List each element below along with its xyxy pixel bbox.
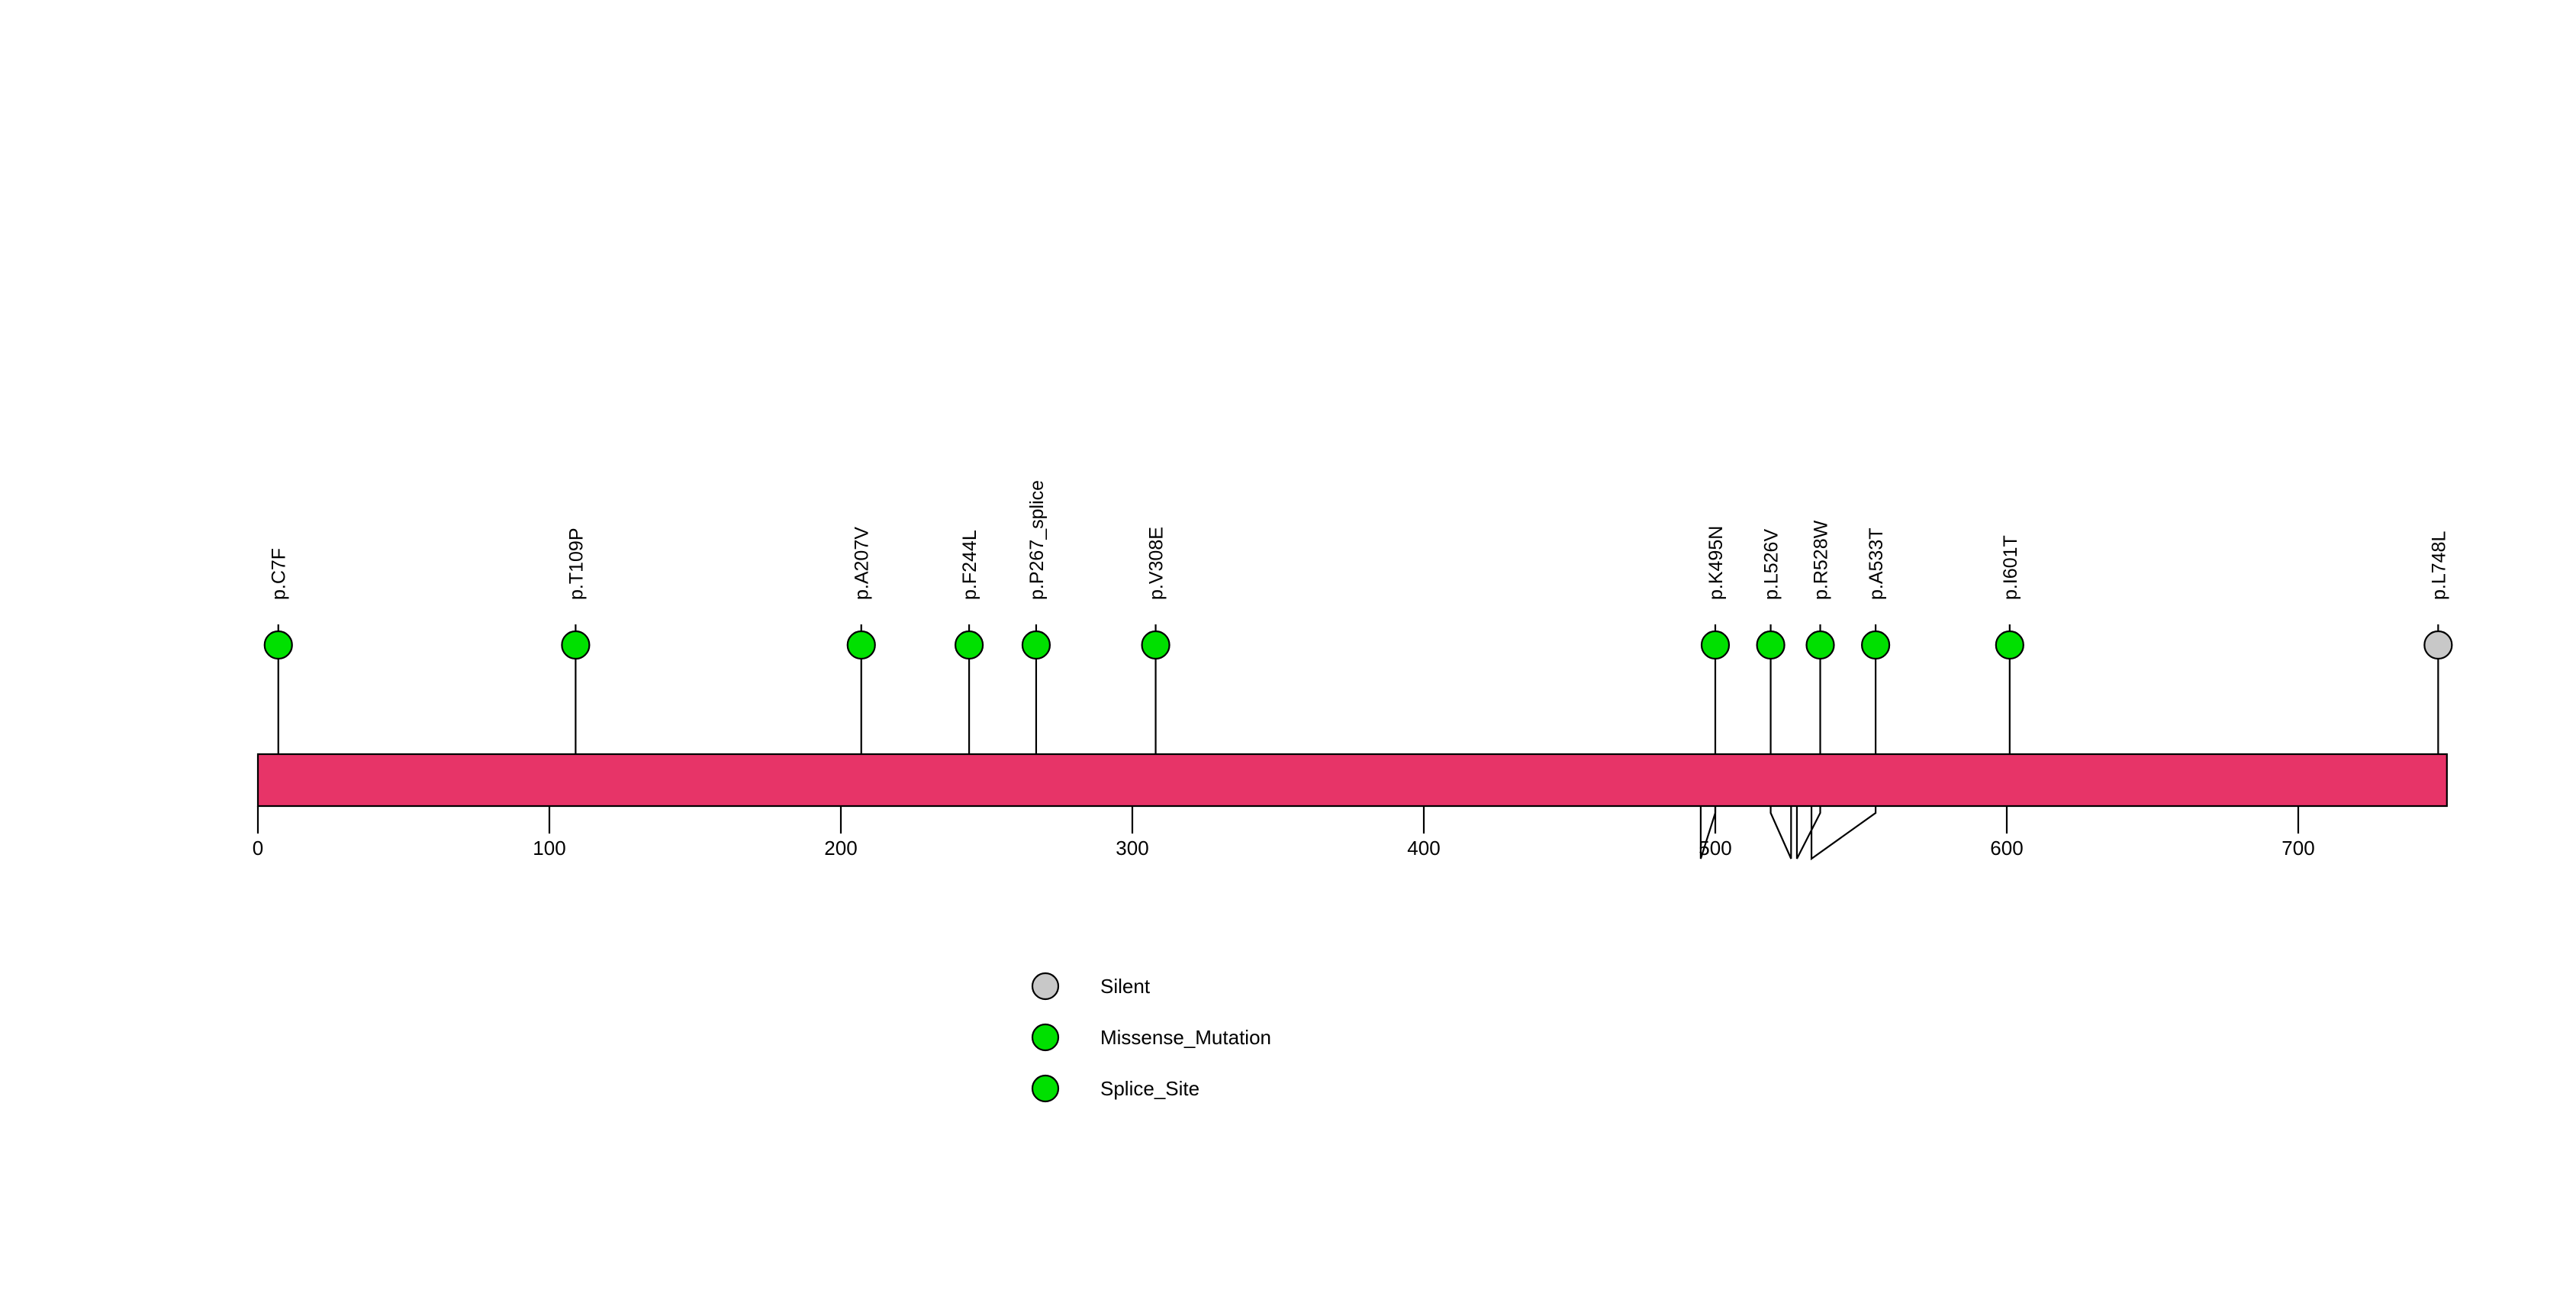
- axis-tick-label: 500: [1699, 837, 1731, 859]
- legend-label: Splice_Site: [1100, 1077, 1199, 1100]
- protein-bar-layer: [256, 753, 2448, 808]
- mutation-label: p.L526V: [1761, 529, 1782, 600]
- mutation-label: p.K495N: [1705, 526, 1727, 600]
- mutation-label: p.P267_splice: [1026, 480, 1048, 600]
- mutation-marker[interactable]: [1700, 630, 1731, 660]
- mutation-label: p.A207V: [852, 527, 873, 600]
- legend-swatch[interactable]: [1031, 1023, 1060, 1052]
- mutation-marker[interactable]: [954, 630, 984, 660]
- mutation-label: p.R528W: [1811, 520, 1832, 600]
- mutation-label: p.A533T: [1866, 527, 1887, 600]
- mutation-label: p.F244L: [959, 530, 980, 600]
- mutation-marker[interactable]: [846, 630, 876, 660]
- mutation-marker[interactable]: [2423, 630, 2453, 660]
- axis-tick-label: 600: [1990, 837, 2023, 859]
- mutation-label: p.L748L: [2428, 531, 2449, 600]
- legend-label: Silent: [1100, 975, 1151, 998]
- lollipop-stem: [1769, 645, 1792, 859]
- legend-label: Missense_Mutation: [1100, 1026, 1271, 1049]
- mutation-label: p.T109P: [565, 527, 587, 600]
- mutation-marker[interactable]: [1995, 630, 2024, 660]
- mutation-marker[interactable]: [1861, 630, 1891, 660]
- axis-ticks-layer: 0 100 200 300 400 500 600 700: [253, 806, 2315, 859]
- legend-swatch[interactable]: [1031, 1074, 1060, 1103]
- axis-tick-label: 100: [533, 837, 565, 859]
- mutation-marker[interactable]: [1756, 630, 1785, 660]
- mutation-marker[interactable]: [1805, 630, 1835, 660]
- legend-swatch[interactable]: [1031, 972, 1060, 1001]
- axis-tick-label: 400: [1407, 837, 1440, 859]
- mutation-labels-layer: p.C7F p.T109P p.A207V p.F244L p.P267_splice p…: [269, 480, 2450, 600]
- lollipop-stem: [1795, 645, 1821, 859]
- lollipop-stem: [1810, 645, 1877, 861]
- mutation-marker[interactable]: [1141, 630, 1170, 660]
- mutation-marker[interactable]: [1021, 630, 1051, 660]
- lollipop-stem: [1699, 645, 1717, 859]
- mutation-marker[interactable]: [561, 630, 591, 660]
- axis-tick-label: 200: [824, 837, 857, 859]
- mutation-marker[interactable]: [263, 630, 293, 660]
- mutation-label: p.I601T: [2000, 535, 2021, 600]
- mutation-label: p.C7F: [269, 548, 290, 600]
- axis-tick-label: 300: [1116, 837, 1148, 859]
- protein-backbone-bar: [256, 753, 2448, 808]
- axis-tick-label: 0: [253, 837, 263, 859]
- mutation-heads-layer: [263, 630, 2453, 660]
- axis-tick-label: 700: [2281, 837, 2314, 859]
- mutation-label: p.V308E: [1146, 527, 1167, 600]
